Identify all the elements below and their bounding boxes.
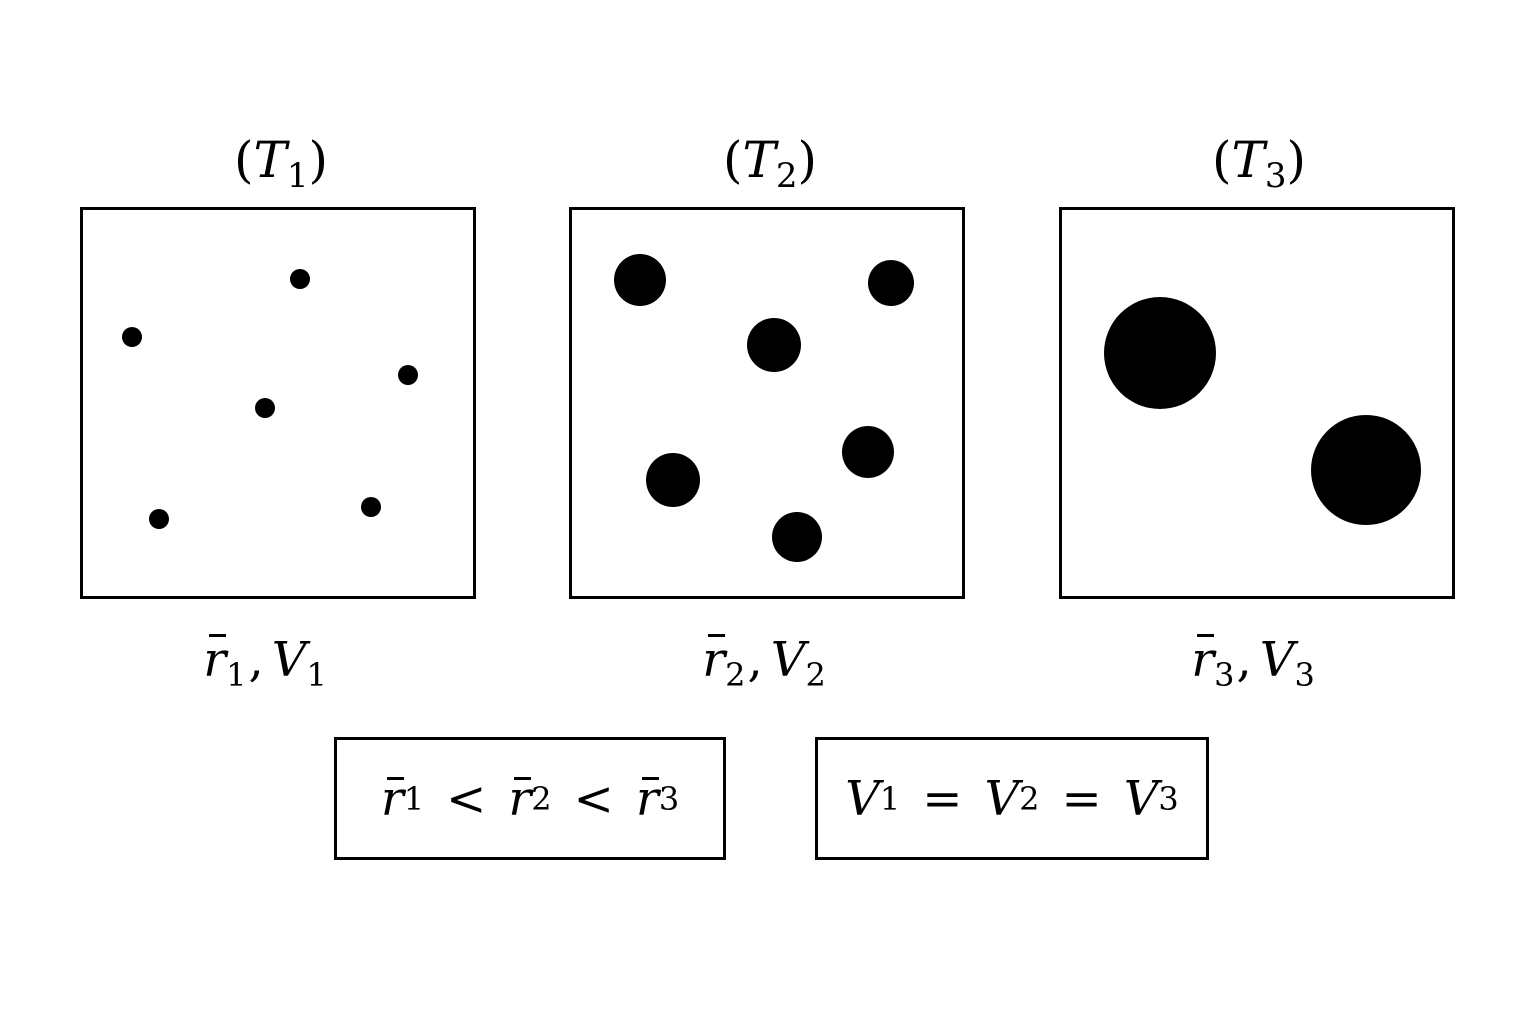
particle: [398, 365, 418, 385]
particle: [842, 426, 894, 478]
panel-3-box: [1059, 207, 1455, 599]
particle: [290, 269, 310, 289]
less-than-operator: <: [446, 770, 487, 827]
particle: [747, 318, 801, 372]
panel-2-box: [569, 207, 965, 599]
panel-1-box: [80, 207, 476, 599]
particle: [772, 512, 822, 562]
equals-operator: =: [922, 770, 963, 827]
panel-3-title: (T3): [1211, 131, 1307, 196]
particle: [361, 497, 381, 517]
r-bar-symbol: r: [1191, 628, 1214, 692]
particle: [1311, 415, 1421, 525]
r-bar-symbol: r: [635, 770, 659, 827]
r-bar-symbol: r: [702, 628, 725, 692]
particle: [149, 509, 169, 529]
r-bar-symbol: r: [203, 628, 226, 692]
panel-3-particles: [1104, 297, 1421, 525]
panel-1-title: (T1): [233, 131, 329, 196]
v-symbol: V: [1259, 632, 1295, 688]
particle: [868, 260, 914, 306]
panel-2-particles: [614, 254, 914, 562]
panel-3-caption: r3,V3: [1056, 628, 1450, 692]
less-than-operator: <: [573, 770, 614, 827]
panel-2-title: (T2): [722, 131, 818, 196]
equals-operator: =: [1061, 770, 1102, 827]
v-symbol: V: [984, 770, 1020, 827]
r-bar-symbol: r: [508, 770, 532, 827]
v-symbol: V: [845, 770, 880, 827]
v-symbol: V: [271, 632, 307, 688]
v-symbol: V: [770, 632, 806, 688]
particle: [1104, 297, 1216, 409]
r-bar-symbol: r: [380, 770, 404, 827]
v-symbol: V: [1123, 770, 1159, 827]
particle: [646, 453, 700, 507]
panel-1-particles: [122, 269, 418, 529]
panel-2-caption: r2,V2: [567, 628, 961, 692]
panel-1-caption: r1,V1: [68, 628, 462, 692]
particle: [255, 398, 275, 418]
particle: [122, 327, 142, 347]
particle: [614, 254, 666, 306]
